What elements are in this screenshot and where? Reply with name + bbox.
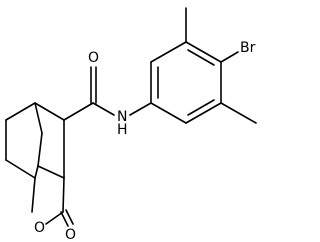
bond-ring-o-c5: [45, 211, 64, 225]
amide-carbonyl-oxygen-label: O: [88, 50, 99, 66]
bond-bridge-c1-a: [34, 102, 43, 134]
bromine-label: Br: [240, 40, 256, 56]
bond-ar-3-4: [185, 41, 222, 63]
molecule-structure: Br O N H O O: [5, 7, 257, 242]
bond-methyl-bottom: [220, 102, 257, 124]
bond-ar-6-1: [150, 102, 187, 124]
bond-bridge-c: [34, 165, 39, 179]
bond-c4-ring-o: [31, 177, 36, 213]
bond-ar-inner-c: [187, 99, 215, 116]
bond-c7-amide-c: [63, 102, 94, 121]
bond-c1-c2: [5, 102, 36, 121]
lactone-carbonyl-oxygen-label: O: [65, 227, 76, 242]
substituent-bonds: [185, 7, 257, 124]
bond-lactone-co-2: [65, 209, 74, 225]
bond-bridge-c6: [37, 165, 65, 179]
bond-lactone-co-1: [60, 211, 69, 227]
bond-amide-c-n: [92, 102, 115, 116]
bond-bromine: [220, 51, 239, 63]
bond-c7-c1: [34, 102, 65, 121]
bond-ar-inner-b: [187, 49, 215, 66]
bond-ar-5-6: [185, 102, 222, 124]
bond-n-aryl: [129, 102, 152, 116]
bond-ar-2-3: [150, 41, 187, 63]
amide-nitrogen-label: N: [117, 109, 127, 125]
atom-labels: Br O N H O O: [34, 40, 256, 242]
amide-bonds: [63, 66, 152, 121]
bicyclic-lactone-bonds: [5, 102, 74, 227]
molecule-canvas: Br O N H O O: [5, 7, 257, 242]
benzene-ring-bonds: [150, 41, 222, 124]
amide-hydrogen-label: H: [117, 122, 128, 138]
ring-oxygen-label: O: [34, 220, 45, 236]
bond-c3-c4: [5, 159, 36, 179]
bond-c5-c6: [62, 177, 65, 213]
bond-bridge-b: [37, 132, 43, 167]
